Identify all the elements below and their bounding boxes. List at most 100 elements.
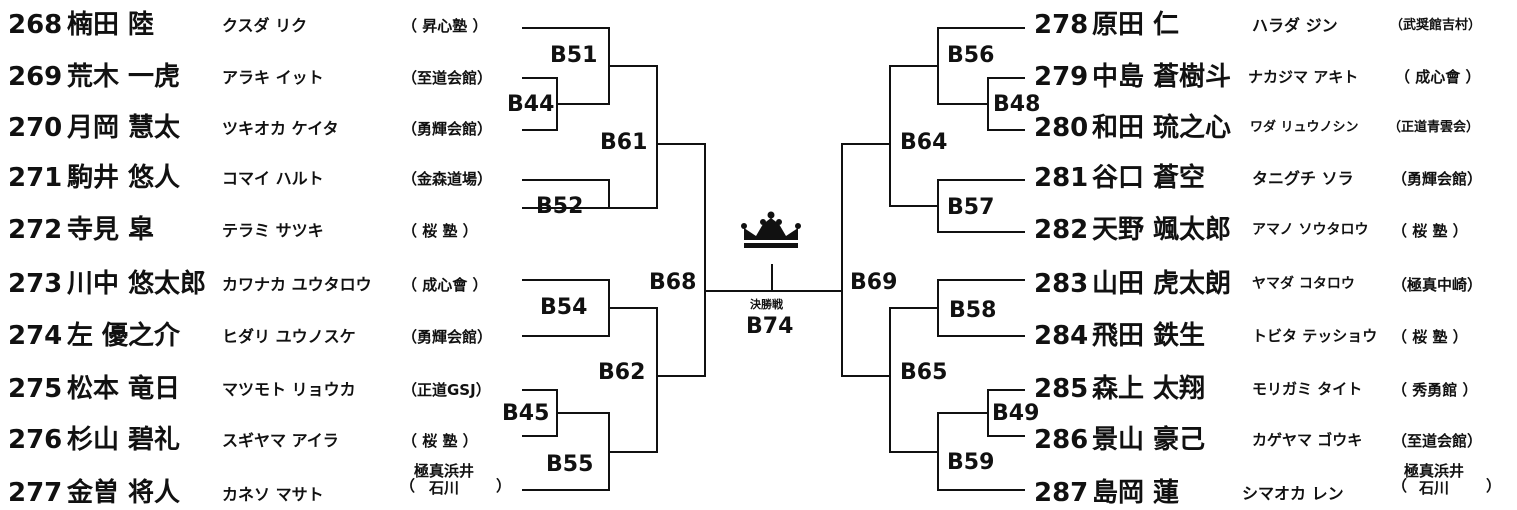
entry-dojo: （金森道場） <box>402 170 493 188</box>
entry-number: 276 <box>8 425 63 455</box>
line-b68 <box>657 143 706 377</box>
entry-number: 277 <box>8 478 63 508</box>
entry-dojo: （正道青雲会） <box>1388 120 1480 135</box>
bout-label-b54: B54 <box>540 295 588 320</box>
entry-name: 金曽 将人 <box>67 478 181 508</box>
entry-dojo-paren-close: ） <box>1486 477 1502 495</box>
entry-kana: テラミ サツキ <box>222 221 324 240</box>
entry-number: 273 <box>8 269 63 299</box>
entry-number: 284 <box>1034 321 1089 351</box>
entry-dojo: （ 成心會 ） <box>1395 68 1481 86</box>
entry-number: 286 <box>1034 425 1089 455</box>
entry-kana: ワダ リュウノシン <box>1250 120 1359 135</box>
entry-dojo: （至道会館） <box>402 69 493 87</box>
entry-name: 飛田 鉄生 <box>1092 321 1206 351</box>
entry-name: 山田 虎太朗 <box>1092 269 1232 299</box>
entry-dojo: （ 桜 塾 ） <box>1392 222 1468 240</box>
entry-kana: ヤマダ コタロウ <box>1252 276 1355 292</box>
entry-dojo: （ 桜 塾 ） <box>402 432 478 450</box>
entry-kana: コマイ ハルト <box>222 169 324 188</box>
bout-label-b58: B58 <box>949 298 997 323</box>
entry-dojo-paren-open: （ <box>400 477 416 495</box>
entry-name: 川中 悠太郎 <box>67 269 207 299</box>
entry-dojo-paren-close: ） <box>496 477 512 495</box>
crown-icon <box>741 211 801 248</box>
entry-kana: アマノ ソウタロウ <box>1252 222 1369 238</box>
entry-dojo: （武奨館吉村） <box>1390 18 1482 33</box>
line-b65 <box>889 307 938 453</box>
entry-kana: ヒダリ ユウノスケ <box>222 327 356 346</box>
entry-kana: ツキオカ ケイタ <box>222 119 339 138</box>
entry-number: 283 <box>1034 269 1089 299</box>
entry-number: 279 <box>1034 62 1089 92</box>
entry-number: 271 <box>8 163 63 193</box>
line-b64 <box>889 65 938 207</box>
entry-kana: カゲヤマ ゴウキ <box>1252 431 1363 449</box>
bout-label-b49: B49 <box>992 401 1040 426</box>
entry-dojo: （ 秀勇館 ） <box>1392 381 1478 399</box>
entry-number: 282 <box>1034 215 1089 245</box>
line-b61 <box>609 65 658 209</box>
entry-kana: トビタ テッショウ <box>1252 327 1378 345</box>
entry-dojo: （至道会館） <box>1392 432 1483 450</box>
entry-dojo: 極真浜井石川 <box>1404 462 1465 498</box>
entry-name: 楠田 陸 <box>67 10 155 40</box>
entry-dojo: 極真浜井石川 <box>414 462 475 498</box>
entry-name: 景山 豪己 <box>1092 425 1206 455</box>
entry-dojo: （極真中崎） <box>1392 276 1483 294</box>
bout-label-b56: B56 <box>947 43 995 68</box>
entry-dojo: （勇輝会館） <box>402 328 493 346</box>
line-b69 <box>841 143 890 377</box>
bout-label-b69: B69 <box>850 270 898 295</box>
entry-name: 和田 琉之心 <box>1092 113 1232 143</box>
entry-kana: ハラダ ジン <box>1252 16 1338 35</box>
entry-dojo: （勇輝会館） <box>402 120 493 138</box>
entry-kana: ナカジマ アキト <box>1248 68 1359 86</box>
bout-label-b64: B64 <box>900 130 948 155</box>
entry-name: 駒井 悠人 <box>67 163 181 193</box>
bout-label-b44: B44 <box>507 92 555 117</box>
entry-kana: スギヤマ アイラ <box>222 431 339 450</box>
entry-kana: マツモト リョウカ <box>222 380 356 399</box>
entry-number: 270 <box>8 113 63 143</box>
bout-label-b59: B59 <box>947 450 995 475</box>
entry-dojo: （ 昇心塾 ） <box>402 17 488 35</box>
final-label: 決勝戦 <box>750 298 783 311</box>
entry-number: 287 <box>1034 478 1089 508</box>
entry-dojo: （ 桜 塾 ） <box>1392 328 1468 346</box>
entry-kana: シマオカ レン <box>1242 484 1344 503</box>
entry-dojo: （ 桜 塾 ） <box>402 222 478 240</box>
entry-kana: クスダ リク <box>222 16 308 35</box>
bout-label-b68: B68 <box>649 270 697 295</box>
entry-kana: タニグチ ソラ <box>1252 169 1354 188</box>
entry-number: 274 <box>8 321 63 351</box>
bout-label-b57: B57 <box>947 195 995 220</box>
entry-name: 天野 颯太郎 <box>1092 215 1232 245</box>
entry-kana: カネソ マサト <box>222 485 324 504</box>
bout-label-b62: B62 <box>598 360 646 385</box>
final-bout-id: B74 <box>746 314 794 339</box>
entry-name: 荒木 一虎 <box>67 62 181 92</box>
entry-number: 268 <box>8 10 63 40</box>
bout-label-b48: B48 <box>993 92 1041 117</box>
entry-number: 281 <box>1034 163 1089 193</box>
entry-name: 原田 仁 <box>1092 10 1180 40</box>
entry-kana: アラキ イット <box>222 68 324 87</box>
entry-dojo-paren-open: （ <box>1392 477 1408 495</box>
entry-number: 285 <box>1034 374 1089 404</box>
bout-label-b52: B52 <box>536 194 584 219</box>
entry-number: 280 <box>1034 113 1089 143</box>
entry-name: 月岡 慧太 <box>67 113 181 143</box>
entry-number: 278 <box>1034 10 1089 40</box>
entry-number: 269 <box>8 62 63 92</box>
entry-name: 島岡 蓮 <box>1092 478 1180 508</box>
entry-name: 谷口 蒼空 <box>1092 163 1206 193</box>
line-b52 <box>522 179 610 209</box>
entry-number: 275 <box>8 374 63 404</box>
entry-name: 松本 竜日 <box>67 374 181 404</box>
bout-label-b65: B65 <box>900 360 948 385</box>
bout-label-b55: B55 <box>546 452 594 477</box>
bout-label-b45: B45 <box>502 401 550 426</box>
entry-kana: カワナカ ユウタロウ <box>222 275 372 294</box>
